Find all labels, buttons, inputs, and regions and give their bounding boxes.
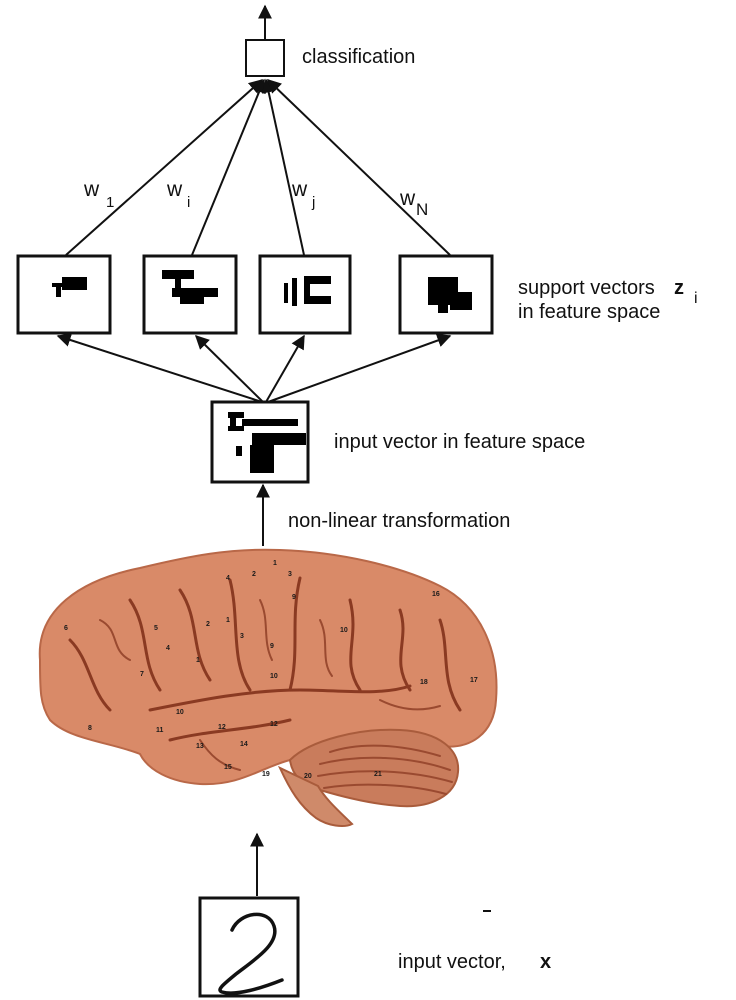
support-vector-n bbox=[398, 254, 494, 335]
svg-text:3: 3 bbox=[288, 571, 292, 578]
nonlinear-transformation-label: non-linear transformation bbox=[288, 510, 510, 532]
svg-text:10: 10 bbox=[340, 627, 348, 634]
svg-text:4: 4 bbox=[226, 575, 230, 582]
feature-space-input-label: input vector in feature space bbox=[334, 431, 585, 453]
svg-text:10: 10 bbox=[270, 673, 278, 680]
svg-text:j: j bbox=[311, 194, 315, 211]
weight-edge-n bbox=[266, 79, 451, 256]
svg-text:5: 5 bbox=[154, 625, 158, 632]
weight-label-j: w j bbox=[291, 178, 315, 211]
feature-edge-i bbox=[195, 335, 264, 403]
svg-text:w: w bbox=[83, 178, 100, 201]
weight-label-1: w 1 bbox=[83, 178, 114, 211]
support-vector-1 bbox=[16, 254, 112, 335]
svg-text:11: 11 bbox=[156, 727, 164, 734]
svg-text:2: 2 bbox=[206, 621, 210, 628]
svg-text:w: w bbox=[291, 178, 308, 201]
weight-edge-1 bbox=[65, 79, 264, 256]
brain-stem bbox=[277, 765, 354, 827]
svg-text:1: 1 bbox=[273, 560, 277, 567]
weight-label-i: w i bbox=[166, 178, 190, 211]
svg-text:N: N bbox=[416, 200, 428, 219]
support-vectors-label: support vectors z i in feature space bbox=[518, 277, 698, 323]
svg-text:input vector,: input vector, bbox=[398, 951, 506, 973]
svg-text:z: z bbox=[674, 277, 684, 299]
svg-text:w: w bbox=[166, 178, 183, 201]
weight-label-n: w N bbox=[399, 187, 428, 219]
svg-text:8: 8 bbox=[88, 725, 92, 732]
svg-text:13: 13 bbox=[196, 743, 204, 750]
svg-text:9: 9 bbox=[292, 594, 296, 601]
svg-text:x: x bbox=[540, 951, 551, 973]
svg-text:9: 9 bbox=[270, 643, 274, 650]
feature-edge-1 bbox=[56, 333, 263, 403]
svg-text:6: 6 bbox=[64, 625, 68, 632]
svg-text:15: 15 bbox=[224, 764, 232, 771]
svg-text:21: 21 bbox=[374, 771, 382, 778]
weight-edge-i bbox=[191, 78, 266, 256]
svg-text:12: 12 bbox=[218, 724, 226, 731]
svg-text:16: 16 bbox=[432, 591, 440, 598]
svg-text:18: 18 bbox=[420, 679, 428, 686]
feature-edge-n bbox=[267, 333, 452, 403]
svg-text:14: 14 bbox=[240, 741, 248, 748]
input-digit-box bbox=[198, 896, 300, 998]
svg-text:3: 3 bbox=[240, 633, 244, 640]
support-vector-i bbox=[142, 254, 238, 335]
feature-edge-j bbox=[265, 334, 305, 403]
svg-text:w: w bbox=[399, 187, 416, 210]
svg-text:2: 2 bbox=[252, 571, 256, 578]
svg-text:1: 1 bbox=[226, 617, 230, 624]
svg-text:4: 4 bbox=[166, 645, 170, 652]
input-vector-label: input vector, x bbox=[398, 951, 551, 973]
brain-image: 1 2 3 4 9 16 6 5 2 1 3 10 4 9 1 7 10 18 … bbox=[38, 548, 498, 827]
svg-text:7: 7 bbox=[140, 671, 144, 678]
support-vector-j bbox=[258, 254, 352, 335]
svg-text:17: 17 bbox=[470, 677, 478, 684]
svg-text:1: 1 bbox=[196, 657, 200, 664]
svg-text:1: 1 bbox=[106, 194, 114, 211]
handwritten-digit bbox=[218, 912, 284, 995]
svg-text:i: i bbox=[187, 194, 190, 211]
weight-edge-j bbox=[261, 78, 305, 256]
svg-text:19: 19 bbox=[262, 771, 270, 778]
classification-node bbox=[245, 39, 285, 77]
svg-text:i: i bbox=[694, 290, 698, 307]
classification-label: classification bbox=[302, 46, 415, 68]
svg-text:in feature space: in feature space bbox=[518, 301, 660, 323]
svg-text:support vectors: support vectors bbox=[518, 277, 655, 299]
feature-space-input bbox=[210, 400, 310, 484]
svg-text:12: 12 bbox=[270, 721, 278, 728]
svg-text:20: 20 bbox=[304, 773, 312, 780]
svg-text:10: 10 bbox=[176, 709, 184, 716]
dash-mark bbox=[483, 910, 491, 912]
